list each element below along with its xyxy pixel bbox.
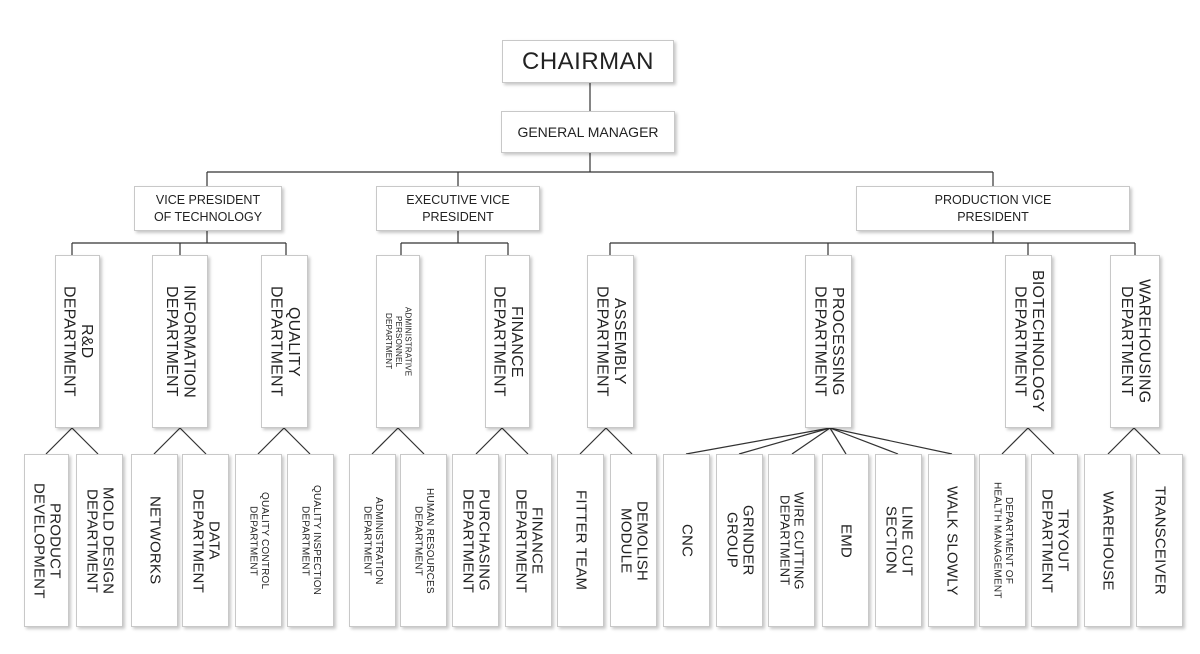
dept-biotechnology-label: BIOTECHNOLOGY DEPARTMENT [1011,270,1046,413]
dept-biotechnology: BIOTECHNOLOGY DEPARTMENT [1005,255,1052,428]
unit-line-cut: LINE CUT SECTION [875,454,922,627]
dept-admin-personnel-label: ADMINISTRATIVE PERSONNEL DEPARTMENT [384,306,413,377]
dept-admin-personnel: ADMINISTRATIVE PERSONNEL DEPARTMENT [376,255,420,428]
unit-networks-label: NETWORKS [146,496,164,585]
unit-fitter-team-label: FITTER TEAM [572,490,590,591]
unit-human-resources-label: HUMAN RESOURCES DEPARTMENT [412,487,436,594]
unit-walk-slowly-label: WALK SLOWLY [943,485,961,596]
chairman-box: CHAIRMAN [502,40,674,83]
unit-quality-control: QUALITY CONTROL DEPARTMENT [235,454,282,627]
unit-tryout: TRYOUT DEPARTMENT [1031,454,1078,627]
unit-grinder-group-label: GRINDER GROUP [723,505,757,576]
dept-assembly-label: ASSEMBLY DEPARTMENT [593,286,628,397]
dept-information-label: INFORMATION DEPARTMENT [163,284,198,398]
vp-executive-label: EXECUTIVE VICE PRESIDENT [406,193,510,224]
unit-line-cut-label: LINE CUT SECTION [882,505,916,576]
unit-mold-design-label: MOLD DESIGN DEPARTMENT [83,486,117,595]
unit-fitter-team: FITTER TEAM [557,454,604,627]
unit-warehouse: WAREHOUSE [1084,454,1131,627]
unit-cnc: CNC [663,454,710,627]
unit-cnc-label: CNC [678,523,696,558]
dept-finance: FINANCE DEPARTMENT [485,255,530,428]
unit-demolish-module-label: DEMOLISH MODULE [617,500,651,581]
unit-grinder-group: GRINDER GROUP [716,454,763,627]
chairman-label: CHAIRMAN [521,47,654,75]
general-manager-box: GENERAL MANAGER [501,111,675,153]
unit-transceiver-label: TRANSCEIVER [1151,486,1169,595]
unit-quality-control-label: QUALITY CONTROL DEPARTMENT [247,491,271,590]
unit-networks: NETWORKS [131,454,178,627]
dept-warehousing-label: WAREHOUSING DEPARTMENT [1118,279,1153,404]
unit-finance-label: FINANCE DEPARTMENT [512,488,546,593]
unit-quality-inspection: QUALITY INSPECTION DEPARTMENT [287,454,334,627]
dept-finance-label: FINANCE DEPARTMENT [490,286,525,397]
dept-information: INFORMATION DEPARTMENT [152,255,208,428]
unit-product-development: PRODUCT DEVELOPMENT [24,454,69,627]
unit-human-resources: HUMAN RESOURCES DEPARTMENT [400,454,447,627]
unit-administration-label: ADMINISTRATION DEPARTMENT [361,496,385,585]
vp-production-label: PRODUCTION VICE PRESIDENT [934,193,1052,224]
unit-warehouse-label: WAREHOUSE [1099,490,1117,591]
unit-product-development-label: PRODUCT DEVELOPMENT [30,482,64,599]
unit-administration: ADMINISTRATION DEPARTMENT [349,454,396,627]
unit-walk-slowly: WALK SLOWLY [928,454,975,627]
unit-mold-design: MOLD DESIGN DEPARTMENT [76,454,123,627]
unit-emd: EMD [822,454,869,627]
unit-demolish-module: DEMOLISH MODULE [610,454,657,627]
unit-emd-label: EMD [837,523,855,558]
unit-purchasing-label: PURCHASING DEPARTMENT [459,488,493,593]
dept-quality-label: QUALITY DEPARTMENT [267,286,302,397]
unit-data: DATA DEPARTMENT [182,454,229,627]
unit-wire-cutting-label: WIRE CUTTING DEPARTMENT [777,491,807,590]
dept-rnd: R&D DEPARTMENT [55,255,100,428]
general-manager-label: GENERAL MANAGER [517,123,659,140]
unit-quality-inspection-label: QUALITY INSPECTION DEPARTMENT [299,485,323,596]
unit-health-management-label: DEPARTMENT OF HEALTH MANAGEMENT [991,482,1015,599]
dept-warehousing: WAREHOUSING DEPARTMENT [1110,255,1160,428]
unit-purchasing: PURCHASING DEPARTMENT [452,454,499,627]
unit-transceiver: TRANSCEIVER [1136,454,1183,627]
vp-executive-box: EXECUTIVE VICE PRESIDENT [376,186,540,231]
vp-production-box: PRODUCTION VICE PRESIDENT [856,186,1130,231]
unit-tryout-label: TRYOUT DEPARTMENT [1038,488,1072,593]
unit-finance: FINANCE DEPARTMENT [505,454,552,627]
vp-technology-label: VICE PRESIDENT OF TECHNOLOGY [153,193,263,224]
dept-quality: QUALITY DEPARTMENT [261,255,308,428]
vp-technology-box: VICE PRESIDENT OF TECHNOLOGY [134,186,282,231]
unit-wire-cutting: WIRE CUTTING DEPARTMENT [768,454,815,627]
dept-assembly: ASSEMBLY DEPARTMENT [587,255,634,428]
dept-processing-label: PROCESSING DEPARTMENT [811,286,846,397]
unit-data-label: DATA DEPARTMENT [189,488,223,593]
dept-rnd-label: R&D DEPARTMENT [60,286,95,397]
dept-processing: PROCESSING DEPARTMENT [805,255,852,428]
unit-health-management: DEPARTMENT OF HEALTH MANAGEMENT [979,454,1026,627]
